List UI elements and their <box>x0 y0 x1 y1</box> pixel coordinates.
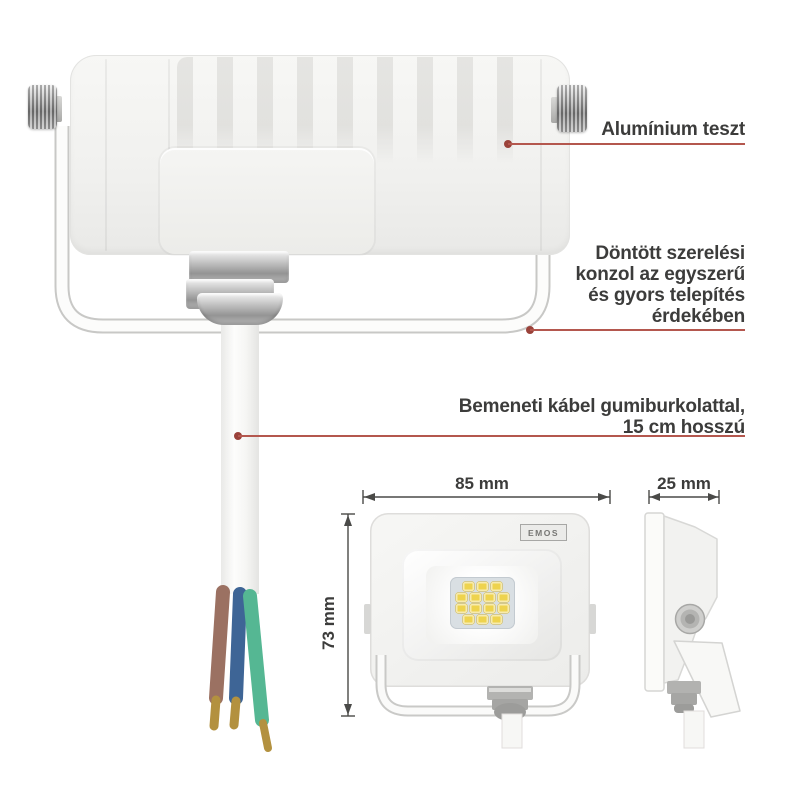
annotation-input-cable: Bemeneti kábel gumiburkolattal, 15 cm ho… <box>420 396 745 438</box>
led-chip <box>484 604 495 613</box>
side-view-knob-inner <box>680 609 700 629</box>
bracket-screw-right <box>557 85 587 132</box>
dimension-height-label: 73 mm <box>319 596 338 650</box>
led-chip <box>470 604 481 613</box>
arrowhead <box>708 493 718 501</box>
wire-brown <box>209 585 230 705</box>
annotation-aluminium-body: Alumínium teszt <box>445 119 745 140</box>
arrowhead <box>344 704 352 715</box>
wire-green-tip <box>259 719 272 752</box>
aluminium-housing <box>70 55 570 255</box>
hinge-tab-left <box>364 604 371 634</box>
front-view-gland <box>487 686 533 721</box>
wire-green <box>243 589 269 727</box>
annotation-text: Döntött szerelési <box>595 243 745 264</box>
side-view-gland <box>674 704 694 713</box>
leader-line <box>238 435 745 437</box>
led-chip <box>477 582 488 591</box>
wire-blue-tip <box>229 696 241 730</box>
brand-label: EMOS <box>520 524 567 541</box>
led-chip <box>470 593 481 602</box>
side-view-housing <box>663 515 718 684</box>
housing-edge-line <box>540 59 542 251</box>
front-view-cable <box>501 713 523 749</box>
led-grid <box>450 577 515 629</box>
side-view-bracket-leg <box>673 640 741 718</box>
leader-line <box>508 143 745 145</box>
screw-washer <box>551 97 558 123</box>
led-chip <box>491 615 502 624</box>
annotation-text: Bemeneti kábel gumiburkolattal, <box>458 396 745 417</box>
led-chip <box>463 615 474 624</box>
dimension-depth-label: 25 mm <box>657 474 711 493</box>
housing-edge-line <box>105 59 107 251</box>
arrowhead <box>650 493 660 501</box>
led-chip <box>498 604 509 613</box>
input-cable <box>221 312 259 594</box>
cable-gland-dome <box>197 293 283 325</box>
wire-blue <box>229 587 247 705</box>
arrowhead <box>344 515 352 526</box>
side-view-front-slab <box>644 512 665 692</box>
led-chip <box>456 604 467 613</box>
annotation-text: érdekében <box>651 306 745 327</box>
hinge-tab-right <box>589 604 596 634</box>
annotation-tilting-bracket: Döntött szerelési konzol az egyszerű és … <box>495 243 745 327</box>
arrowhead <box>364 493 375 501</box>
led-chip <box>456 593 467 602</box>
side-view-knob-center <box>685 614 695 624</box>
annotation-text: és gyors telepítés <box>588 285 745 306</box>
led-chip <box>463 582 474 591</box>
wire-brown-tip <box>209 695 221 731</box>
junction-box-cover <box>160 148 374 254</box>
annotation-text: 15 cm hosszú <box>622 417 745 438</box>
side-view <box>644 512 741 749</box>
screw-washer <box>55 96 62 122</box>
dimension-width-label: 85 mm <box>455 474 509 493</box>
leader-line <box>530 329 745 331</box>
annotation-text: konzol az egyszerű <box>575 264 745 285</box>
cable-gland-nut <box>189 251 289 283</box>
bracket-screw-left <box>28 85 57 129</box>
led-chip <box>491 582 502 591</box>
side-view-gland <box>671 693 697 705</box>
annotation-text: Alumínium teszt <box>601 119 745 140</box>
side-view-knob <box>674 603 706 635</box>
led-chip <box>484 593 495 602</box>
led-chip <box>498 593 509 602</box>
led-chip <box>477 615 488 624</box>
dimension-height-line <box>341 513 355 717</box>
cooling-ribs <box>177 57 537 163</box>
side-view-gland <box>667 681 701 694</box>
arrowhead <box>598 493 609 501</box>
side-view-cable <box>683 710 705 749</box>
